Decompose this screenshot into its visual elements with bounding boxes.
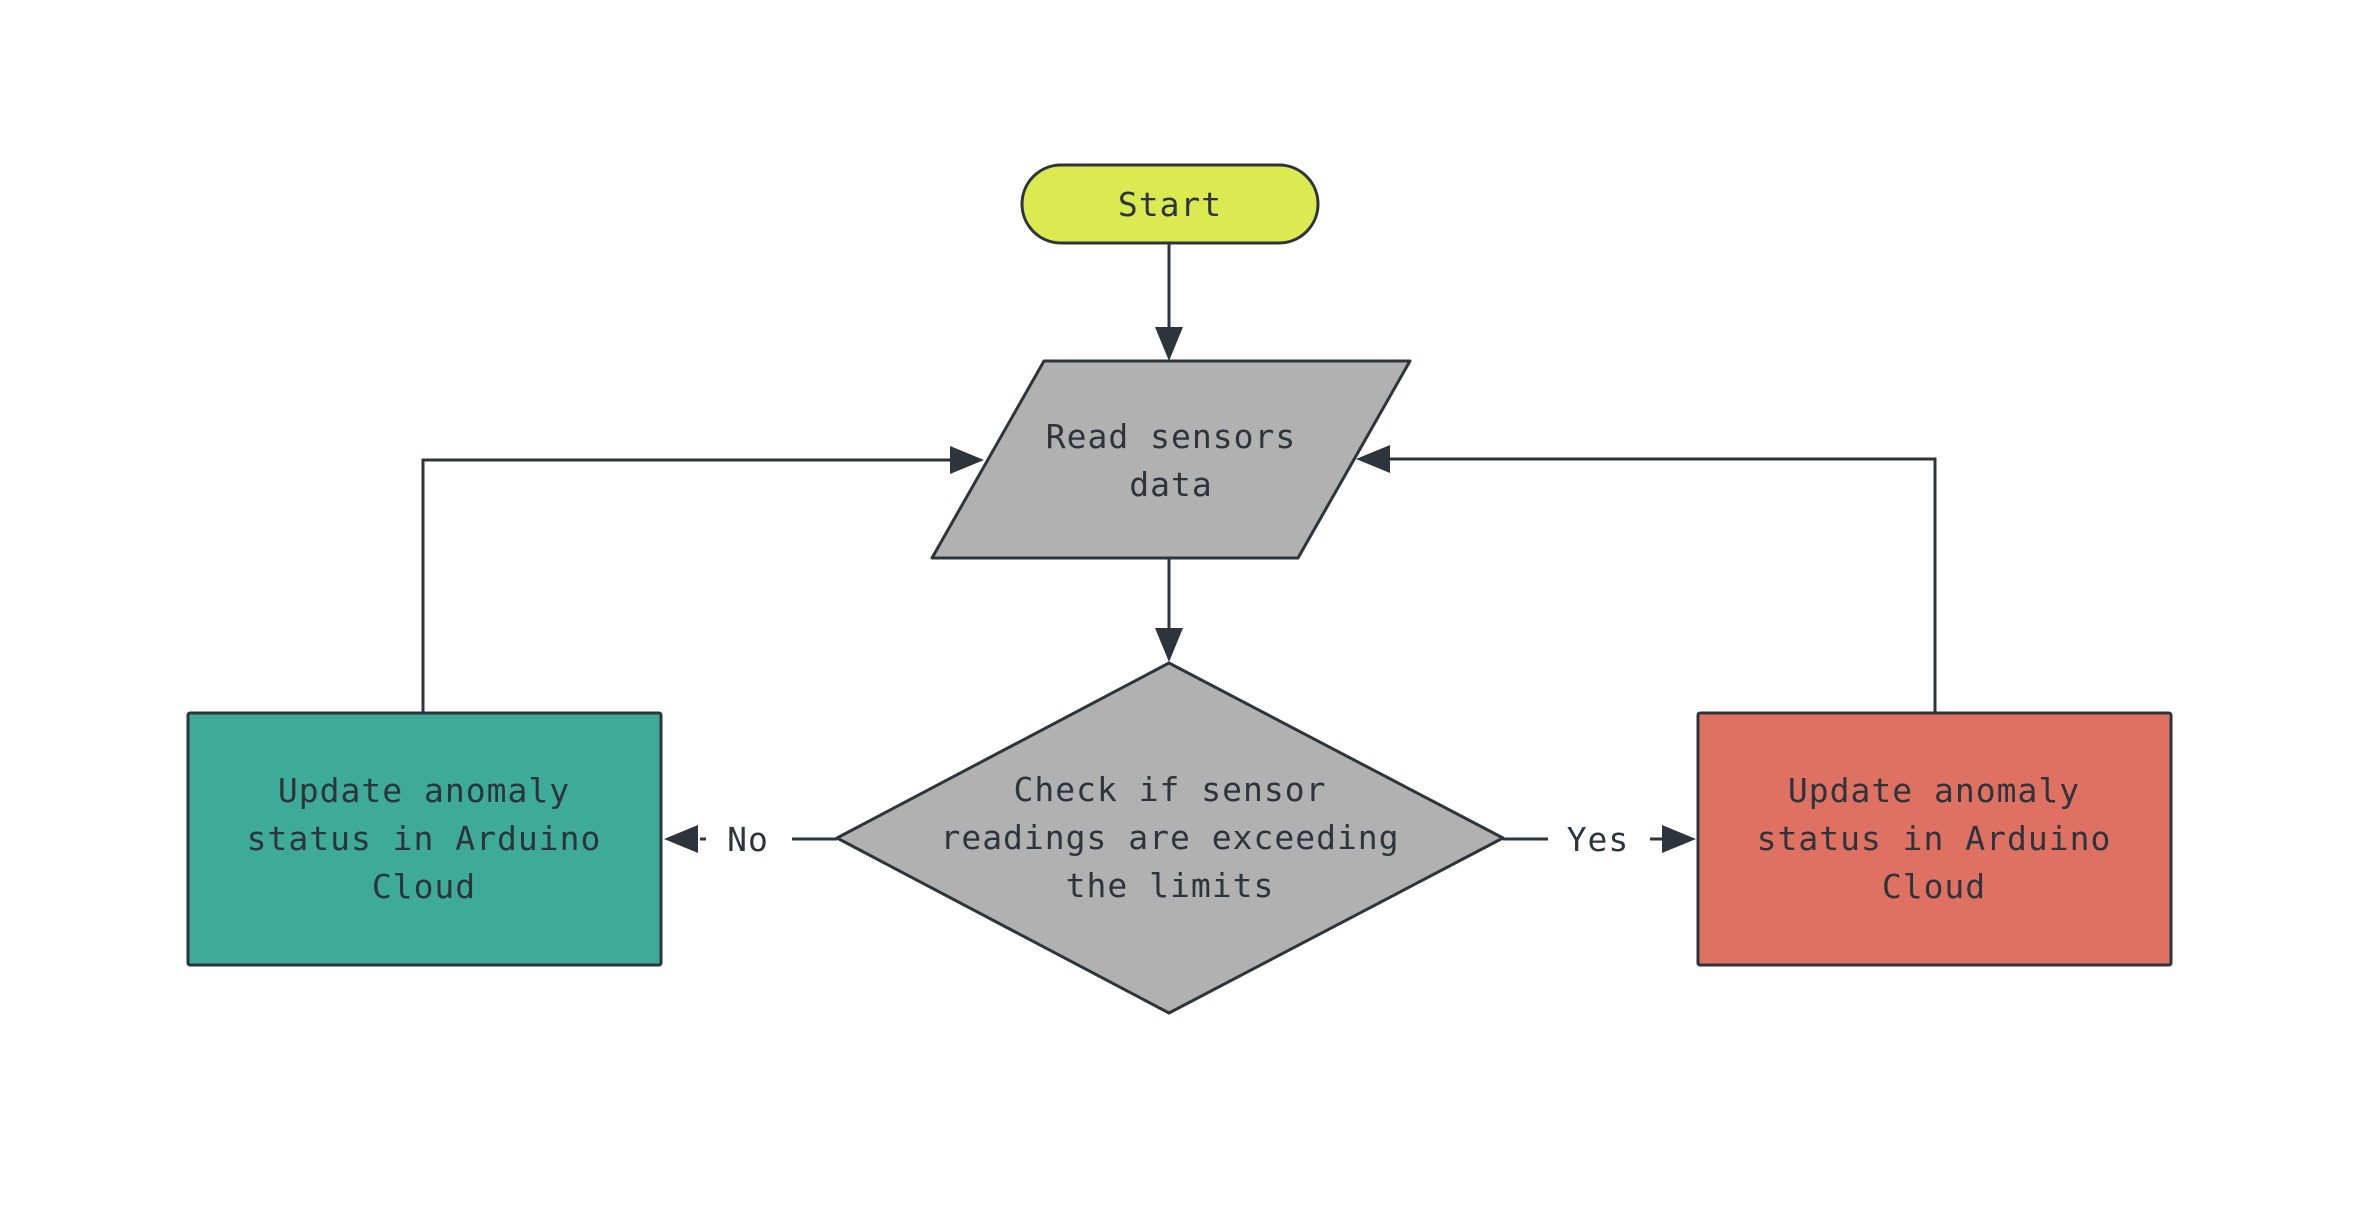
edge-yes-loop-to-read: [1390, 457, 1937, 713]
check-limits-diamond-shape: [835, 661, 1505, 1015]
update-anomaly-yes-box-shape: [1696, 711, 2173, 967]
update-anomaly-yes-label-line2: status in Arduino: [1757, 819, 2112, 858]
edge-no-loop-to-read: [421, 458, 950, 713]
start-label: Start: [1118, 185, 1222, 224]
arrowhead-down-into-parallelogram: [1155, 327, 1183, 361]
node-read-sensors: Read sensors data: [930, 359, 1412, 560]
update-anomaly-yes-label-line1: Update anomaly: [1788, 771, 2080, 810]
read-sensors-parallelogram-shape: [930, 359, 1412, 560]
arrowhead-right-into-parallelogram: [950, 446, 984, 474]
node-check-limits: Check if sensor readings are exceeding t…: [835, 661, 1505, 1015]
update-anomaly-yes-label-line3: Cloud: [1882, 867, 1986, 906]
update-anomaly-no-box-shape: [186, 711, 663, 967]
update-anomaly-no-label-line2: status in Arduino: [247, 819, 602, 858]
arrowhead-down-into-diamond: [1155, 628, 1183, 662]
read-sensors-label-line1: Read sensors: [1046, 417, 1296, 456]
node-update-anomaly-no: Update anomaly status in Arduino Cloud: [186, 711, 663, 967]
node-update-anomaly-yes: Update anomaly status in Arduino Cloud: [1696, 711, 2173, 967]
edge-label-yes: Yes: [1567, 820, 1630, 859]
read-sensors-label-line2: data: [1129, 465, 1212, 504]
check-limits-label-line3: the limits: [1066, 866, 1275, 905]
start-pill-shape: [1020, 163, 1320, 245]
no-label-background: [706, 813, 792, 865]
edge-label-no: No: [727, 820, 769, 859]
check-limits-label-line1: Check if sensor: [1013, 770, 1326, 809]
yes-label-background: [1548, 813, 1650, 865]
update-anomaly-no-label-line3: Cloud: [372, 867, 476, 906]
update-anomaly-no-label-line1: Update anomaly: [278, 771, 570, 810]
check-limits-label-line2: readings are exceeding: [940, 818, 1399, 857]
node-start: Start: [1020, 163, 1320, 245]
arrowhead-left-into-parallelogram: [1356, 445, 1390, 473]
arrowhead-right-into-yes-box: [1662, 825, 1696, 853]
arrowhead-left-into-no-box: [664, 825, 698, 853]
